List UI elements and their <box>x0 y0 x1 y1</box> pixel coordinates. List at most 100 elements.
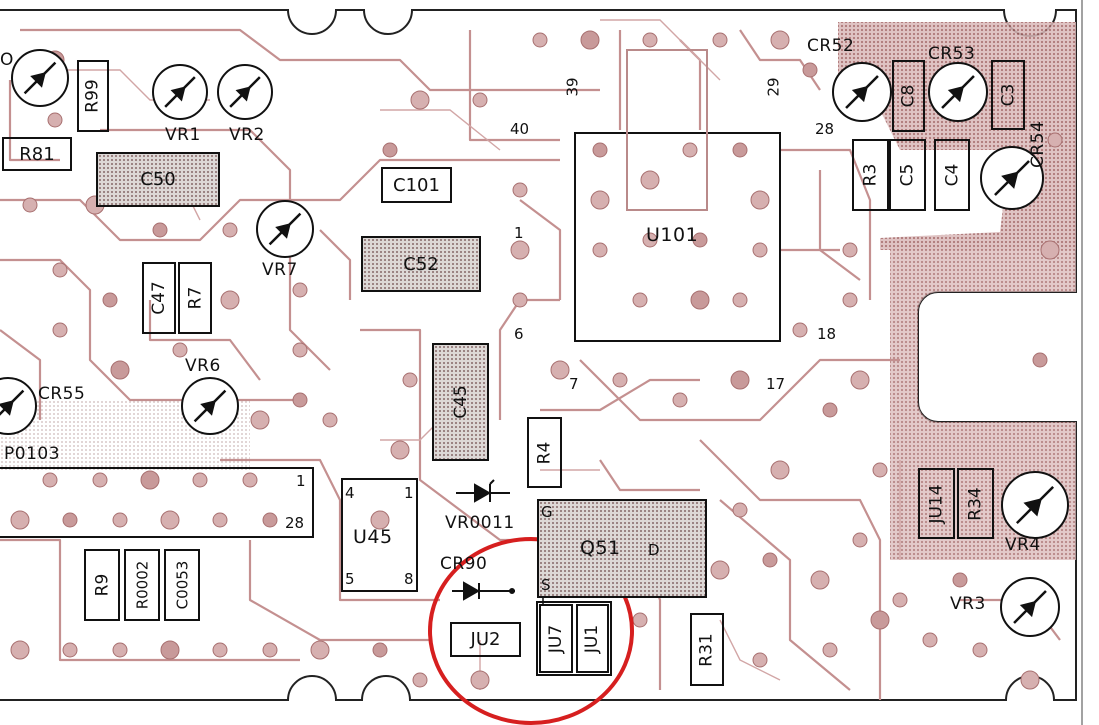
pad <box>732 292 748 308</box>
pad <box>382 142 398 158</box>
c8-label: C8 <box>898 84 919 108</box>
u45-pin-8: 8 <box>404 570 414 588</box>
c47-label: C47 <box>149 281 170 315</box>
c4-capacitor: C4 <box>934 139 970 211</box>
u45-pin-4: 4 <box>345 484 355 502</box>
u101-body <box>574 132 781 342</box>
c4-label: C4 <box>942 163 962 187</box>
r3-resistor: R3 <box>852 139 889 211</box>
r4-resistor: R4 <box>527 417 562 488</box>
c50-capacitor: C50 <box>96 152 220 207</box>
c3-label: C3 <box>998 83 1018 107</box>
vr3-trimmer-icon <box>1000 577 1060 637</box>
pad <box>370 510 390 530</box>
pad <box>532 32 548 48</box>
cr90-diode-icon <box>452 581 515 601</box>
pad <box>402 372 418 388</box>
r31-resistor: R31 <box>690 613 724 686</box>
pad <box>762 552 778 568</box>
q51-pin-d: D <box>648 541 660 559</box>
pad <box>612 372 628 388</box>
upper-left-cr-trimmer-icon <box>11 49 69 107</box>
vr1-trimmer-icon <box>152 64 208 120</box>
pad <box>732 502 748 518</box>
c45-capacitor: C45 <box>432 343 489 461</box>
r34-resistor: R34 <box>957 468 994 539</box>
pad <box>172 342 188 358</box>
pad <box>710 560 730 580</box>
pad <box>510 240 530 260</box>
c52-label: C52 <box>403 253 439 275</box>
cr90-label: CR90 <box>440 554 488 574</box>
pad <box>262 642 278 658</box>
r0002-label: R0002 <box>133 560 152 610</box>
ju14-label: JU14 <box>926 483 947 524</box>
cr53-label: CR53 <box>928 44 976 64</box>
c47-capacitor: C47 <box>142 262 176 334</box>
u101-pin-29: 29 <box>764 77 783 97</box>
r99-label: R99 <box>83 79 104 113</box>
pad <box>152 222 168 238</box>
pad <box>752 652 768 668</box>
c101-capacitor: C101 <box>381 167 452 203</box>
q51-pin-g: G <box>541 503 553 521</box>
pad <box>810 570 830 590</box>
pad <box>160 640 180 660</box>
c5-label: C5 <box>897 163 918 187</box>
c3-capacitor: C3 <box>991 60 1025 130</box>
cr52-trimmer-icon <box>832 62 892 122</box>
cr52-label: CR52 <box>807 36 855 56</box>
r81-resistor: R81 <box>2 137 72 171</box>
c8-capacitor: C8 <box>892 60 925 132</box>
pad <box>640 170 660 190</box>
pad <box>892 592 908 608</box>
u45-pin-5: 5 <box>345 570 355 588</box>
pad <box>10 640 30 660</box>
r81-label: R81 <box>19 143 55 165</box>
pad <box>470 670 490 690</box>
pad <box>212 642 228 658</box>
pad <box>972 642 988 658</box>
pad <box>922 632 938 648</box>
c52-capacitor: C52 <box>361 236 481 292</box>
ju1-jumper: JU1 <box>576 604 609 673</box>
pad <box>632 292 648 308</box>
pad <box>62 642 78 658</box>
pad <box>770 30 790 50</box>
c45-label: C45 <box>450 385 471 419</box>
r7-resistor: R7 <box>178 262 212 334</box>
pad <box>750 190 770 210</box>
pad <box>1040 240 1060 260</box>
u101-inner <box>626 49 708 211</box>
edge-label-o: O <box>0 50 14 70</box>
trimmer-layer <box>0 49 1069 637</box>
p0103-pin-1: 1 <box>296 472 306 490</box>
pad <box>770 460 790 480</box>
pad <box>692 232 708 248</box>
r0002-resistor: R0002 <box>124 549 160 621</box>
pad <box>322 412 338 428</box>
ju2-label: JU2 <box>470 629 501 650</box>
q51-pin-s: S <box>541 576 551 594</box>
r31-label: R31 <box>697 632 718 667</box>
pad <box>550 360 570 380</box>
vr0011-zener-icon <box>456 479 510 503</box>
pad <box>852 532 868 548</box>
pad <box>632 612 648 628</box>
pad <box>792 322 808 338</box>
r7-label: R7 <box>184 286 205 310</box>
p0103-connector <box>0 467 314 538</box>
pad <box>682 142 698 158</box>
pad <box>512 292 528 308</box>
pad <box>110 360 130 380</box>
vr3-label: VR3 <box>950 594 986 614</box>
pad <box>160 510 180 530</box>
vr7-trimmer-icon <box>256 200 314 258</box>
pad <box>10 510 30 530</box>
u45-pin-1: 1 <box>404 484 414 502</box>
pad <box>112 512 128 528</box>
pad <box>822 402 838 418</box>
pad <box>690 290 710 310</box>
cr55-label: CR55 <box>38 384 86 404</box>
